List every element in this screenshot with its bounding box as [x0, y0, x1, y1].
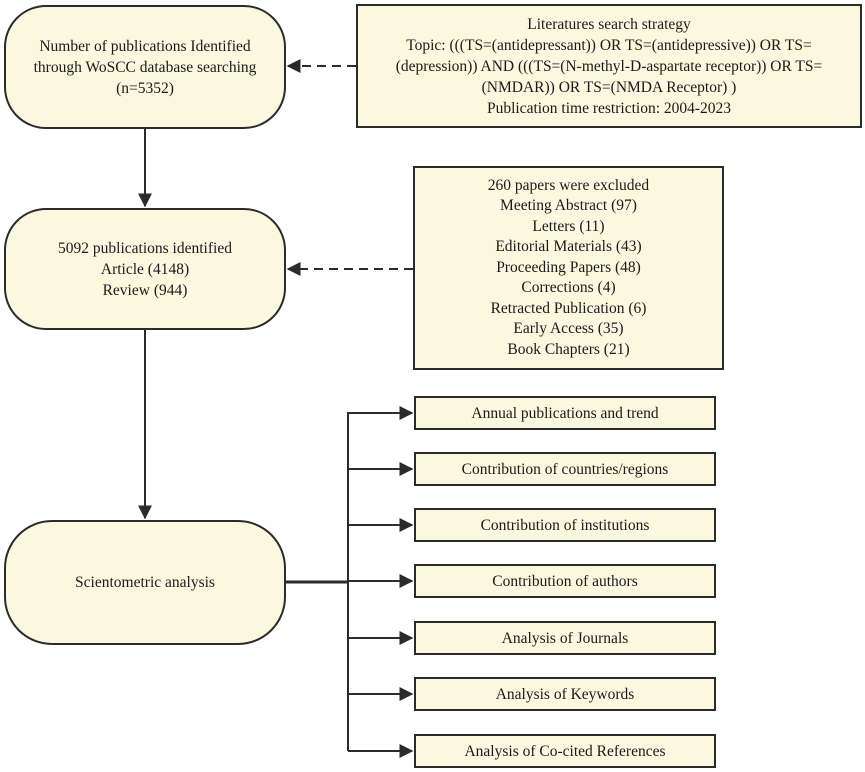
strategy-line: (depression)) AND (((TS=(N-methyl-D-aspa… — [395, 57, 823, 75]
exclusion-line: Retracted Publication (6) — [490, 299, 647, 317]
output-box-keywords: Analysis of Keywords — [414, 677, 716, 711]
identification-line: (n=5352) — [116, 79, 174, 97]
output-label: Analysis of Co-cited References — [464, 742, 666, 760]
exclusion-line: Editorial Materials (43) — [495, 238, 642, 256]
exclusions-box: 260 papers were excluded Meeting Abstrac… — [413, 166, 724, 370]
strategy-line: (NMDAR)) OR TS=(NMDA Receptor) ) — [481, 78, 737, 96]
analysis-label: Scientometric analysis — [75, 574, 215, 591]
output-label: Contribution of institutions — [480, 516, 650, 534]
exclusion-line: Meeting Abstract (97) — [500, 197, 637, 215]
strategy-line: Literatures search strategy — [527, 15, 691, 33]
strategy-line: Publication time restriction: 2004-2023 — [486, 99, 732, 117]
identification-box: Number of publications Identified throug… — [4, 5, 286, 129]
screening-box: 5092 publications identified Article (41… — [4, 208, 286, 330]
screening-line: 5092 publications identified — [58, 239, 232, 257]
output-branch-arrows — [348, 406, 414, 758]
exclusion-line: Proceeding Papers (48) — [496, 258, 641, 276]
search-strategy-box: Literatures search strategy Topic: (((TS… — [356, 4, 862, 128]
output-box-authors: Contribution of authors — [414, 564, 716, 598]
output-box-cocited-references: Analysis of Co-cited References — [414, 734, 716, 768]
output-label: Annual publications and trend — [471, 404, 659, 422]
output-box-institutions: Contribution of institutions — [414, 508, 716, 542]
output-label: Contribution of countries/regions — [461, 460, 669, 478]
exclusion-line: Letters (11) — [532, 217, 605, 235]
output-label: Contribution of authors — [492, 572, 638, 590]
identification-line: Number of publications Identified — [39, 37, 251, 55]
exclusion-line: 260 papers were excluded — [487, 176, 650, 194]
screening-line: Review (944) — [102, 281, 188, 299]
identification-line: through WoSCC database searching — [33, 58, 257, 76]
screening-line: Article (4148) — [100, 260, 190, 278]
output-box-journals: Analysis of Journals — [414, 621, 716, 655]
exclusion-line: Early Access (35) — [513, 320, 624, 338]
output-label: Analysis of Keywords — [495, 685, 635, 703]
analysis-box: Scientometric analysis — [4, 520, 286, 645]
exclusion-line: Corrections (4) — [521, 279, 616, 297]
strategy-line: Topic: (((TS=(antidepressant)) OR TS=(an… — [406, 36, 812, 54]
exclusion-line: Book Chapters (21) — [507, 340, 630, 358]
output-box-countries: Contribution of countries/regions — [414, 452, 716, 486]
output-box-annual-trend: Annual publications and trend — [414, 396, 716, 430]
output-label: Analysis of Journals — [501, 629, 629, 647]
